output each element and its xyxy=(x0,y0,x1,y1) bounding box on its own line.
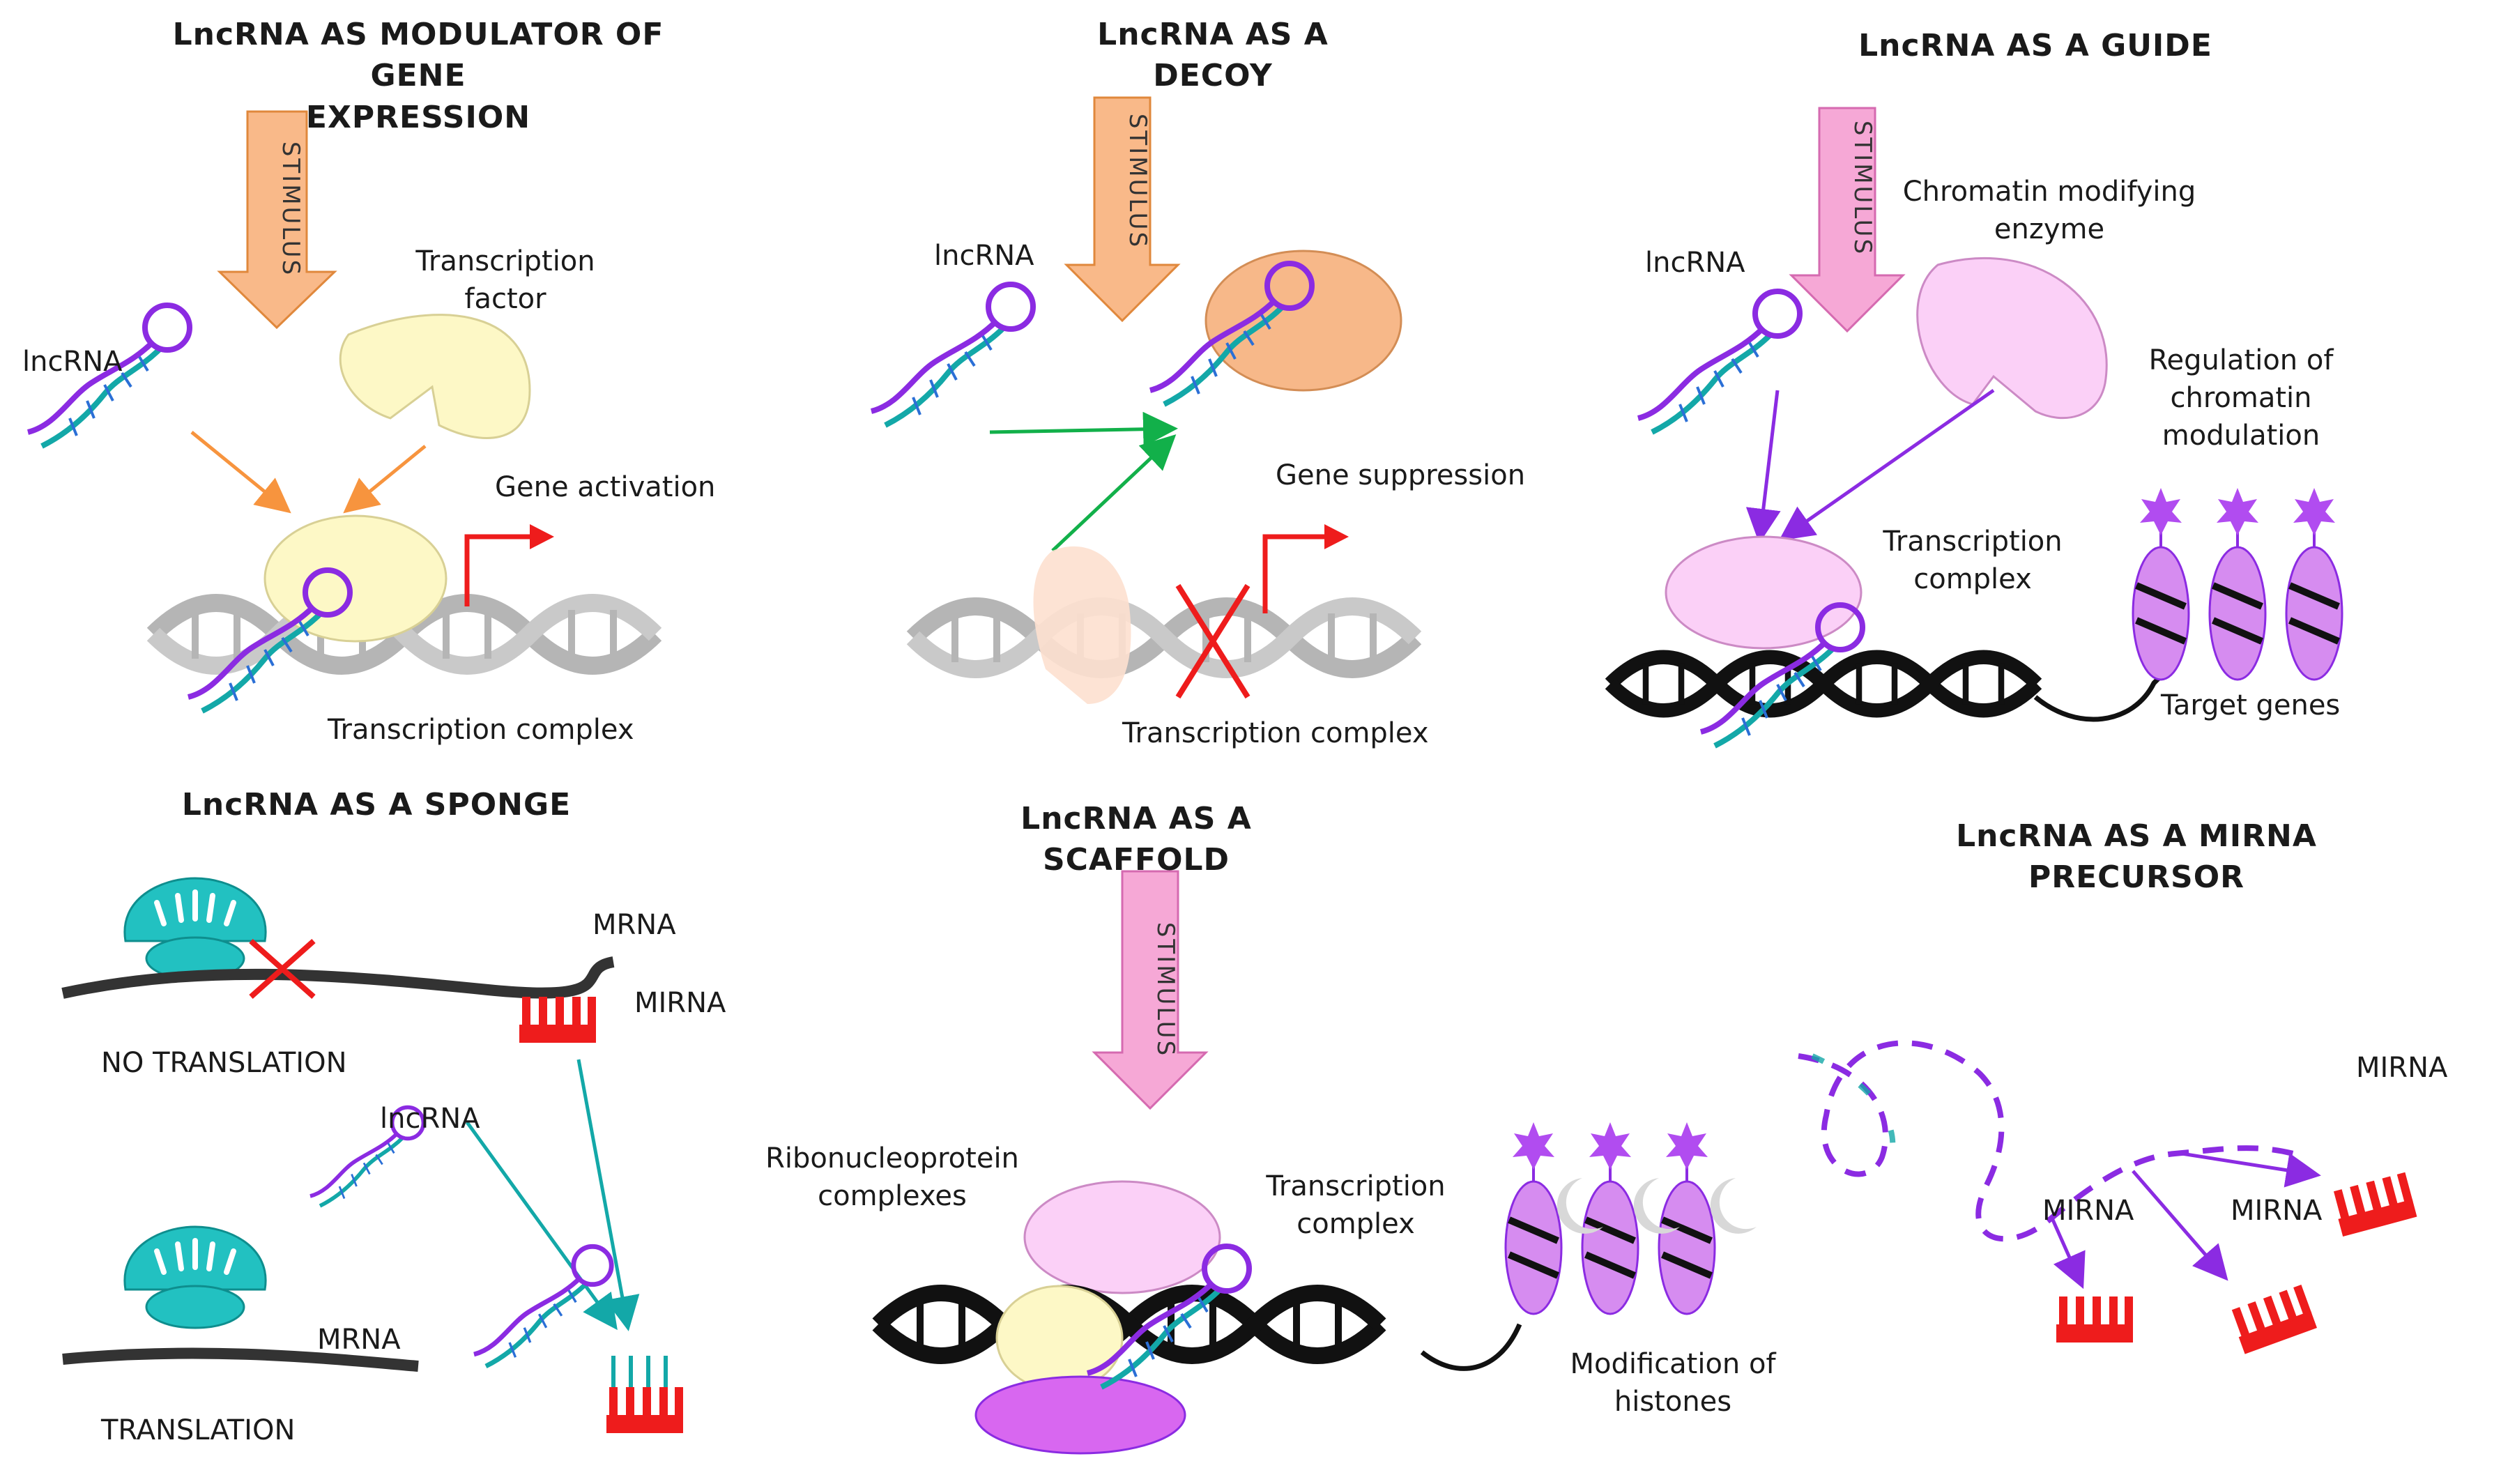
stimulus-label-decoy: STIMULUS xyxy=(1124,113,1152,250)
title-scaffold: LncRNA AS A SCAFFOLD xyxy=(1020,801,1252,878)
gene-activation-label: Gene activation xyxy=(495,471,716,503)
mirna-comb-icon xyxy=(519,997,596,1043)
stimulus-arrow-scaffold xyxy=(1092,870,1209,1110)
mirna-label-sponge: MIRNA xyxy=(634,987,726,1019)
mirna-comb-icon xyxy=(2331,1172,2417,1237)
mrna-strand xyxy=(61,956,615,999)
stimulus-arrow-modulator xyxy=(217,110,337,330)
rnp-label: Ribonucleoprotein complexes xyxy=(765,1142,1019,1212)
mirna-comb-icon xyxy=(2229,1284,2317,1354)
histone-icon xyxy=(1506,1122,1561,1314)
stimulus-label-modulator: STIMULUS xyxy=(277,141,305,277)
title-decoy: LncRNA AS A DECOY xyxy=(1097,17,1329,94)
mirna-label-c: MIRNA xyxy=(2231,1195,2323,1227)
histone-icon xyxy=(2133,488,2189,680)
histone-icon xyxy=(1659,1122,1715,1314)
dna-helix-icon xyxy=(1610,657,2037,711)
lncrna-label-sponge: lncRNA xyxy=(380,1103,480,1135)
mirna-label-b: MIRNA xyxy=(2042,1195,2134,1227)
ribosome-icon xyxy=(125,878,266,979)
histone-icon xyxy=(2286,488,2342,680)
transcription-complex-label-modulator: Transcription complex xyxy=(328,714,634,746)
decoyed-protein xyxy=(1033,546,1131,704)
translation-label: TRANSLATION xyxy=(101,1414,296,1446)
title-guide: LncRNA AS A GUIDE xyxy=(1858,28,2212,63)
target-genes-label: Target genes xyxy=(2161,689,2341,721)
mirna-label-a: MIRNA xyxy=(2356,1052,2448,1084)
ribosome-icon xyxy=(125,1227,266,1328)
lncrna-label-modulator: lncRNA xyxy=(22,346,123,378)
transcription-complex-label-scaffold: Transcription complex xyxy=(1266,1170,1446,1240)
lncrna-label-decoy: lncRNA xyxy=(934,240,1034,272)
title-sponge: LncRNA AS A SPONGE xyxy=(181,787,572,823)
gene-arrow-icon xyxy=(464,534,530,606)
dna-helix-icon xyxy=(913,606,1415,669)
transcription-complex-label-guide: Transcription complex xyxy=(1883,526,2063,595)
transcription-factor-label: Transcription factor xyxy=(415,245,595,315)
chromatin-enzyme-protein xyxy=(1916,257,2108,420)
transcription-complex-label-decoy: Transcription complex xyxy=(1122,717,1429,749)
modification-histones-label: Modification of histones xyxy=(1570,1348,1776,1418)
gene-suppression-label: Gene suppression xyxy=(1276,459,1526,491)
stimulus-label-scaffold: STIMULUS xyxy=(1152,921,1180,1058)
mirna-comb-icon xyxy=(2056,1296,2133,1343)
lncrna-hairpin-icon xyxy=(474,1246,611,1366)
mrna-label-bottom: MRNA xyxy=(317,1324,401,1356)
chromatin-enzyme-label: Chromatin modifying enzyme xyxy=(1902,176,2196,245)
lncrna-hairpin-icon xyxy=(871,284,1033,425)
title-precursor: LncRNA AS A MIRNA PRECURSOR xyxy=(1956,818,2317,896)
cross-icon xyxy=(249,939,316,999)
lncrna-precursor-strand xyxy=(1798,1040,2294,1242)
histone-icon xyxy=(1582,1122,1638,1314)
transcription-factor-protein xyxy=(339,314,531,439)
title-modulator: LncRNA AS MODULATOR OF GENE EXPRESSION xyxy=(172,17,664,135)
rnp-protein xyxy=(995,1285,1124,1392)
mrna-strand xyxy=(62,1347,419,1372)
gene-arrow-icon xyxy=(1262,534,1324,613)
mrna-label-top: MRNA xyxy=(592,909,676,941)
lncrna-label-guide: lncRNA xyxy=(1645,247,1745,279)
stimulus-label-guide: STIMULUS xyxy=(1849,120,1877,257)
stimulus-arrow-guide xyxy=(1789,107,1906,333)
stimulus-arrow-decoy xyxy=(1064,96,1181,323)
no-translation-label: NO TRANSLATION xyxy=(101,1047,347,1079)
cross-icon xyxy=(1175,583,1250,699)
mirna-comb-icon xyxy=(606,1387,683,1433)
histone-icon xyxy=(2210,488,2265,680)
chromatin-regulation-label: Regulation of chromatin modulation xyxy=(2148,344,2334,452)
